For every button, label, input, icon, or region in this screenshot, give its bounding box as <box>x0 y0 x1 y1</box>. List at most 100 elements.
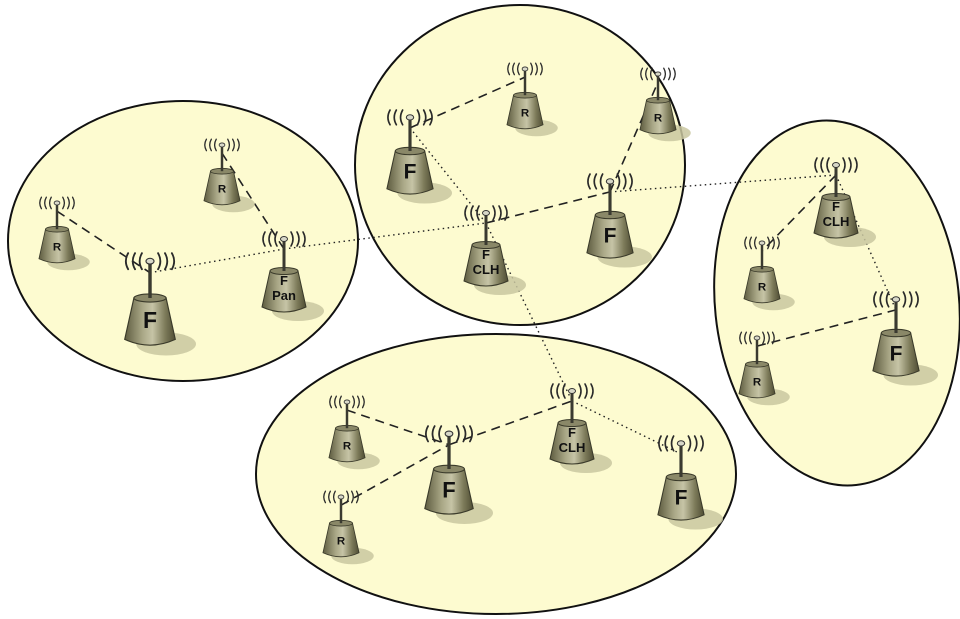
radio-waves-icon <box>587 173 633 190</box>
node-L-F: F <box>124 252 196 356</box>
device-body <box>203 170 241 206</box>
node-label: F <box>675 486 688 509</box>
radio-waves-icon <box>204 138 240 152</box>
node-label: F <box>482 247 490 262</box>
node-T-F1: F <box>386 109 452 204</box>
node-label: F <box>143 307 157 333</box>
node-L-R1: R <box>38 196 90 271</box>
antenna-icon <box>218 142 226 148</box>
node-label: CLH <box>473 262 500 277</box>
node-label: R <box>753 377 762 389</box>
node-label: F <box>442 478 455 503</box>
device-body <box>738 363 776 399</box>
node-label: R <box>654 113 663 125</box>
node-B-R1: R <box>328 395 380 470</box>
node-label: R <box>343 441 352 453</box>
node-B-F2: F <box>657 435 723 530</box>
antenna-icon <box>605 178 615 185</box>
radio-waves-icon <box>744 236 780 250</box>
antenna-icon <box>654 71 662 77</box>
node-label: F <box>832 199 840 214</box>
radio-waves-icon <box>640 67 676 81</box>
device-body <box>261 270 307 313</box>
node-RT-R2: R <box>738 331 790 406</box>
left-cluster <box>7 100 359 382</box>
node-label: R <box>521 108 530 120</box>
antenna-icon <box>280 236 288 242</box>
antenna-icon <box>53 200 61 206</box>
link-B-F1-B-CLH <box>448 400 573 446</box>
antenna-icon <box>405 114 415 121</box>
node-label: F <box>280 273 288 288</box>
device-body <box>872 332 920 377</box>
radio-waves-icon <box>814 157 858 173</box>
node-label: F <box>890 342 903 365</box>
radio-waves-icon <box>507 62 543 76</box>
node-label: Pan <box>272 288 296 303</box>
antenna-icon <box>482 210 490 216</box>
antenna-icon <box>521 66 529 72</box>
radio-waves-icon <box>323 490 359 504</box>
node-RT-F: F <box>872 291 938 386</box>
node-label: R <box>218 184 227 196</box>
device-body <box>124 297 176 346</box>
device-body <box>506 94 544 130</box>
radio-waves-icon <box>739 331 775 345</box>
device-body <box>424 468 474 515</box>
antenna-icon <box>676 440 686 447</box>
device-body <box>586 214 634 259</box>
antenna-icon <box>832 162 840 168</box>
radio-waves-icon <box>873 291 919 308</box>
antenna-icon <box>568 388 576 394</box>
device-body <box>38 228 76 264</box>
node-T-F2: F <box>586 173 652 268</box>
node-label: F <box>604 224 617 247</box>
link-RT-CLH-RT-R1 <box>761 174 837 252</box>
antenna-icon <box>343 399 351 405</box>
link-L-R2-L-PAN <box>221 152 285 250</box>
antenna-icon <box>444 430 454 438</box>
radio-waves-icon <box>387 109 433 126</box>
device-body <box>657 476 705 521</box>
antenna-icon <box>145 257 155 265</box>
device-body <box>463 244 509 287</box>
link-T-F1-T-R1 <box>409 76 526 129</box>
node-label: R <box>53 242 62 254</box>
node-B-R2: R <box>322 490 374 565</box>
link-T-F1-T-CLH <box>409 127 487 224</box>
node-label: F <box>404 160 417 183</box>
antenna-icon <box>891 296 901 303</box>
radio-waves-icon <box>464 205 508 221</box>
radio-waves-icon <box>262 231 306 247</box>
antenna-icon <box>758 240 766 246</box>
radio-waves-icon <box>658 435 704 452</box>
link-B-CLH-B-F2 <box>571 400 682 455</box>
node-label: R <box>337 536 346 548</box>
node-T-R1: R <box>506 62 558 137</box>
device-body <box>322 522 360 558</box>
device-body <box>639 99 677 135</box>
radio-waves-icon <box>329 395 365 409</box>
node-label: CLH <box>559 440 586 455</box>
antenna-icon <box>337 494 345 500</box>
node-label: F <box>568 425 576 440</box>
link-L-R1-L-F <box>56 210 151 274</box>
device-body <box>549 422 595 465</box>
node-B-F1: F <box>424 425 493 524</box>
radio-waves-icon <box>550 383 594 399</box>
radio-waves-icon <box>39 196 75 210</box>
node-label: CLH <box>823 214 850 229</box>
device-body <box>813 196 859 239</box>
right-cluster <box>713 119 960 487</box>
radio-waves-icon <box>124 252 176 271</box>
link-B-R1-B-F1 <box>346 409 450 446</box>
node-label: R <box>758 282 767 294</box>
bottom-cluster <box>255 333 737 615</box>
device-body <box>328 427 366 463</box>
